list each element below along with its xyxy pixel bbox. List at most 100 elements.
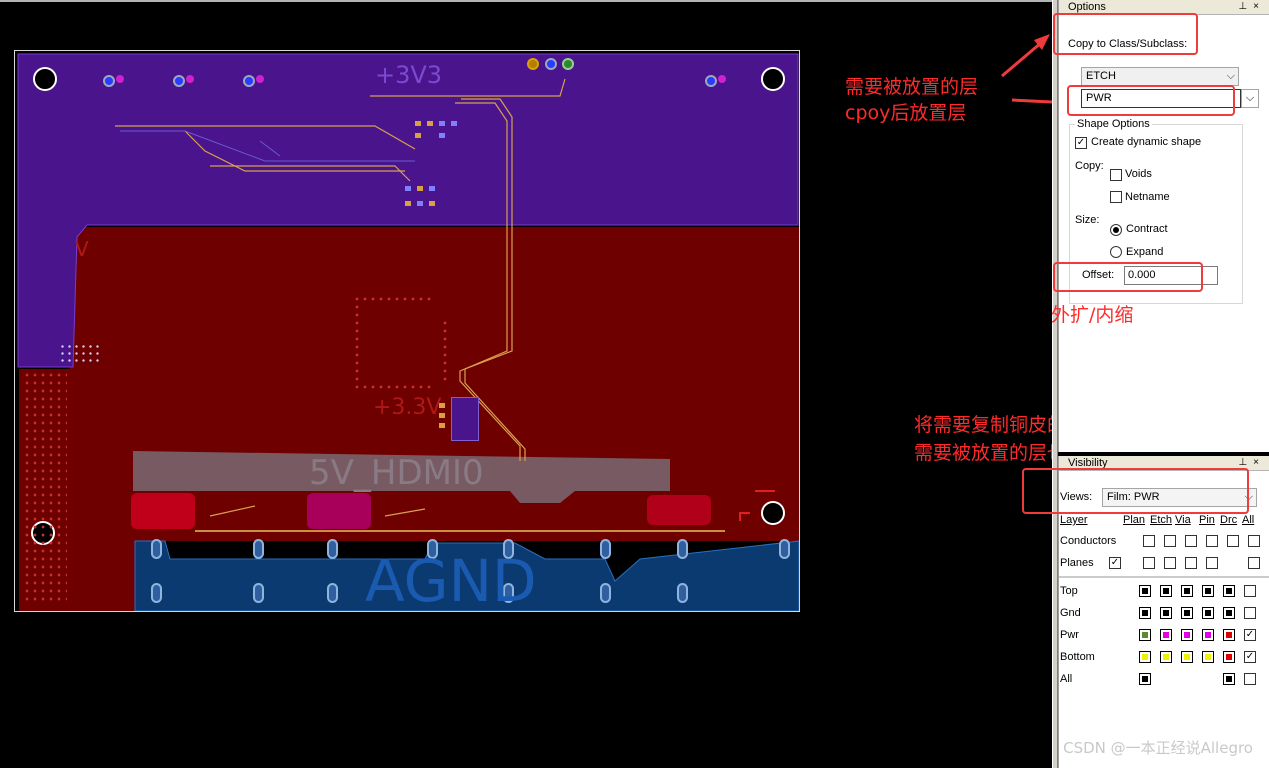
highlight-offset	[1053, 262, 1203, 292]
offset-input[interactable]: 0.000	[1124, 266, 1218, 285]
via	[173, 75, 185, 87]
planes-all-checkbox[interactable]	[1248, 557, 1260, 569]
gnd-via-swatch[interactable]	[1160, 607, 1172, 619]
voids-label: Voids	[1125, 168, 1152, 180]
netname-checkbox[interactable]	[1110, 191, 1122, 203]
ic-pads-right	[441, 319, 449, 383]
row-label-conductors: Conductors	[1060, 535, 1117, 547]
connector-pin	[503, 583, 514, 603]
highlight-views	[1022, 468, 1249, 514]
component-pad	[439, 423, 445, 428]
all-etch-swatch[interactable]	[1139, 673, 1151, 685]
component-pad	[415, 121, 421, 126]
top-pin-swatch[interactable]	[1181, 585, 1193, 597]
top-visible-checkbox[interactable]	[1244, 585, 1256, 597]
gnd-drc-swatch[interactable]	[1202, 607, 1214, 619]
mounting-hole-tl	[33, 67, 57, 91]
layer-label-bottom: Bottom	[1060, 651, 1095, 663]
component-pad	[439, 121, 445, 126]
subclass-select-value: PWR	[1086, 92, 1112, 104]
conductors-etch-checkbox[interactable]	[1143, 535, 1155, 547]
gnd-pin-swatch[interactable]	[1181, 607, 1193, 619]
row-label-planes: Planes	[1060, 557, 1094, 569]
all-visible-checkbox[interactable]	[1244, 673, 1256, 685]
component-pad	[451, 121, 457, 126]
col-header-via: Via	[1175, 514, 1191, 526]
pwr-via-swatch[interactable]	[1160, 629, 1172, 641]
bottom-visible-checkbox[interactable]: ✓	[1244, 651, 1256, 663]
planes-etch-checkbox[interactable]	[1143, 557, 1155, 569]
mounting-hole-br	[761, 501, 785, 525]
right-connector	[739, 490, 775, 521]
pcb-board-outline[interactable]: +3V3 +3.3V 5V_HDMI0 AGND V	[14, 50, 800, 612]
via	[545, 58, 557, 70]
top-via-swatch[interactable]	[1160, 585, 1172, 597]
via-array-white	[59, 343, 99, 363]
annotation-copy-target: cpoy后放置层	[845, 102, 967, 124]
subclass-dropdown-button[interactable]: ⌵	[1241, 89, 1259, 108]
via	[116, 75, 124, 83]
create-dynamic-shape-checkbox[interactable]: ✓	[1075, 137, 1087, 149]
conductors-drc-checkbox[interactable]	[1206, 535, 1218, 547]
pwr-visible-checkbox[interactable]: ✓	[1244, 629, 1256, 641]
panel-splitter[interactable]	[1052, 0, 1058, 768]
contract-radio[interactable]	[1110, 224, 1122, 236]
conductors-all-checkbox[interactable]	[1227, 535, 1239, 547]
purple-3v3-plane	[17, 53, 799, 368]
connector-pin	[779, 539, 790, 559]
pwr-all-swatch[interactable]	[1223, 629, 1235, 641]
connector-pin	[327, 539, 338, 559]
ic-pads-bottom	[353, 383, 435, 391]
planes-plan-checkbox[interactable]: ✓	[1109, 557, 1121, 569]
component-pad	[417, 186, 423, 191]
pwr-etch-swatch[interactable]	[1139, 629, 1151, 641]
connector-pin	[503, 539, 514, 559]
gnd-etch-swatch[interactable]	[1139, 607, 1151, 619]
chevron-down-icon: ⌵	[1226, 70, 1235, 82]
top-etch-swatch[interactable]	[1139, 585, 1151, 597]
bottom-all-swatch[interactable]	[1223, 651, 1235, 663]
ic-pads-top	[353, 295, 435, 303]
col-header-layer: Layer	[1060, 514, 1088, 526]
pcb-planes	[17, 53, 799, 611]
conductors-pin-checkbox[interactable]	[1185, 535, 1197, 547]
gnd-visible-checkbox[interactable]	[1244, 607, 1256, 619]
pwr-pin-swatch[interactable]	[1181, 629, 1193, 641]
visibility-panel-title: Visibility ⊥×	[1059, 456, 1269, 471]
via-array-left	[23, 371, 67, 601]
all-all-swatch[interactable]	[1223, 673, 1235, 685]
divider	[1059, 576, 1269, 578]
gnd-all-swatch[interactable]	[1223, 607, 1235, 619]
bottom-drc-swatch[interactable]	[1202, 651, 1214, 663]
planes-pin-checkbox[interactable]	[1185, 557, 1197, 569]
expand-radio[interactable]	[1110, 246, 1122, 258]
views-label: Views:	[1060, 491, 1093, 503]
planes-drc-checkbox[interactable]	[1206, 557, 1218, 569]
class-select[interactable]: ETCH ⌵	[1081, 67, 1239, 86]
top-drc-swatch[interactable]	[1202, 585, 1214, 597]
panel-pin-close-buttons[interactable]: ⊥×	[1238, 457, 1265, 468]
pwr-drc-swatch[interactable]	[1202, 629, 1214, 641]
conductors-via-checkbox[interactable]	[1164, 535, 1176, 547]
bottom-pin-swatch[interactable]	[1181, 651, 1193, 663]
annotation-open-layers-1: 将需要复制铜皮的层打开	[914, 414, 1052, 436]
pcb-canvas[interactable]: +3V3 +3.3V 5V_HDMI0 AGND V 需要被放置的层 cpoy后…	[0, 0, 1052, 768]
via	[243, 75, 255, 87]
panel-pin-close-buttons[interactable]: ⊥×	[1238, 1, 1265, 12]
via	[527, 58, 539, 70]
agnd-plane	[134, 540, 799, 611]
planes-via-checkbox[interactable]	[1164, 557, 1176, 569]
connector-pin	[253, 583, 264, 603]
col-header-etch: Etch	[1150, 514, 1173, 526]
bottom-via-swatch[interactable]	[1160, 651, 1172, 663]
layer-label-pwr: Pwr	[1060, 629, 1079, 641]
conductors-all-checkbox-2[interactable]	[1248, 535, 1260, 547]
class-select-value: ETCH	[1086, 70, 1116, 82]
annotation-offset: 外扩/内缩	[1051, 304, 1134, 326]
connector-pin	[600, 539, 611, 559]
voids-checkbox[interactable]	[1110, 169, 1122, 181]
component-pad	[405, 201, 411, 206]
bottom-etch-swatch[interactable]	[1139, 651, 1151, 663]
top-all-swatch[interactable]	[1223, 585, 1235, 597]
subclass-select[interactable]: PWR	[1081, 89, 1241, 108]
